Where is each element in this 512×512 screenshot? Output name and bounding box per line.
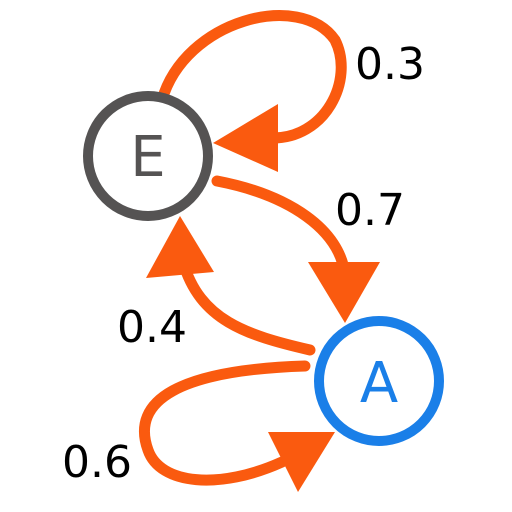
node-e-circle [83, 91, 213, 221]
edge-a-to-a [138, 360, 335, 492]
edge-e-to-e-arrowhead [213, 104, 278, 172]
edge-a-to-e-line [177, 256, 316, 356]
edge-label-e-to-e: 0.3 [355, 39, 425, 90]
edge-e-to-e [156, 10, 347, 172]
edge-a-to-e-arrowhead [146, 216, 214, 278]
node-a: A [314, 316, 444, 446]
edge-e-to-a-arrowhead [308, 262, 380, 323]
node-e: E [83, 91, 213, 221]
edge-a-to-a-line [138, 360, 311, 486]
edge-e-to-e-line [156, 10, 347, 144]
node-a-circle [314, 316, 444, 446]
edge-label-a-to-e: 0.4 [117, 302, 187, 353]
edge-label-a-to-a: 0.6 [62, 437, 132, 488]
edge-a-to-a-arrowhead [268, 432, 335, 492]
edge-e-to-a-line [211, 175, 351, 281]
edge-e-to-a [211, 175, 380, 323]
edge-a-to-e [146, 216, 316, 356]
node-a-label: A [360, 351, 398, 416]
node-e-label: E [130, 125, 165, 190]
edge-label-e-to-a: 0.7 [335, 185, 405, 236]
